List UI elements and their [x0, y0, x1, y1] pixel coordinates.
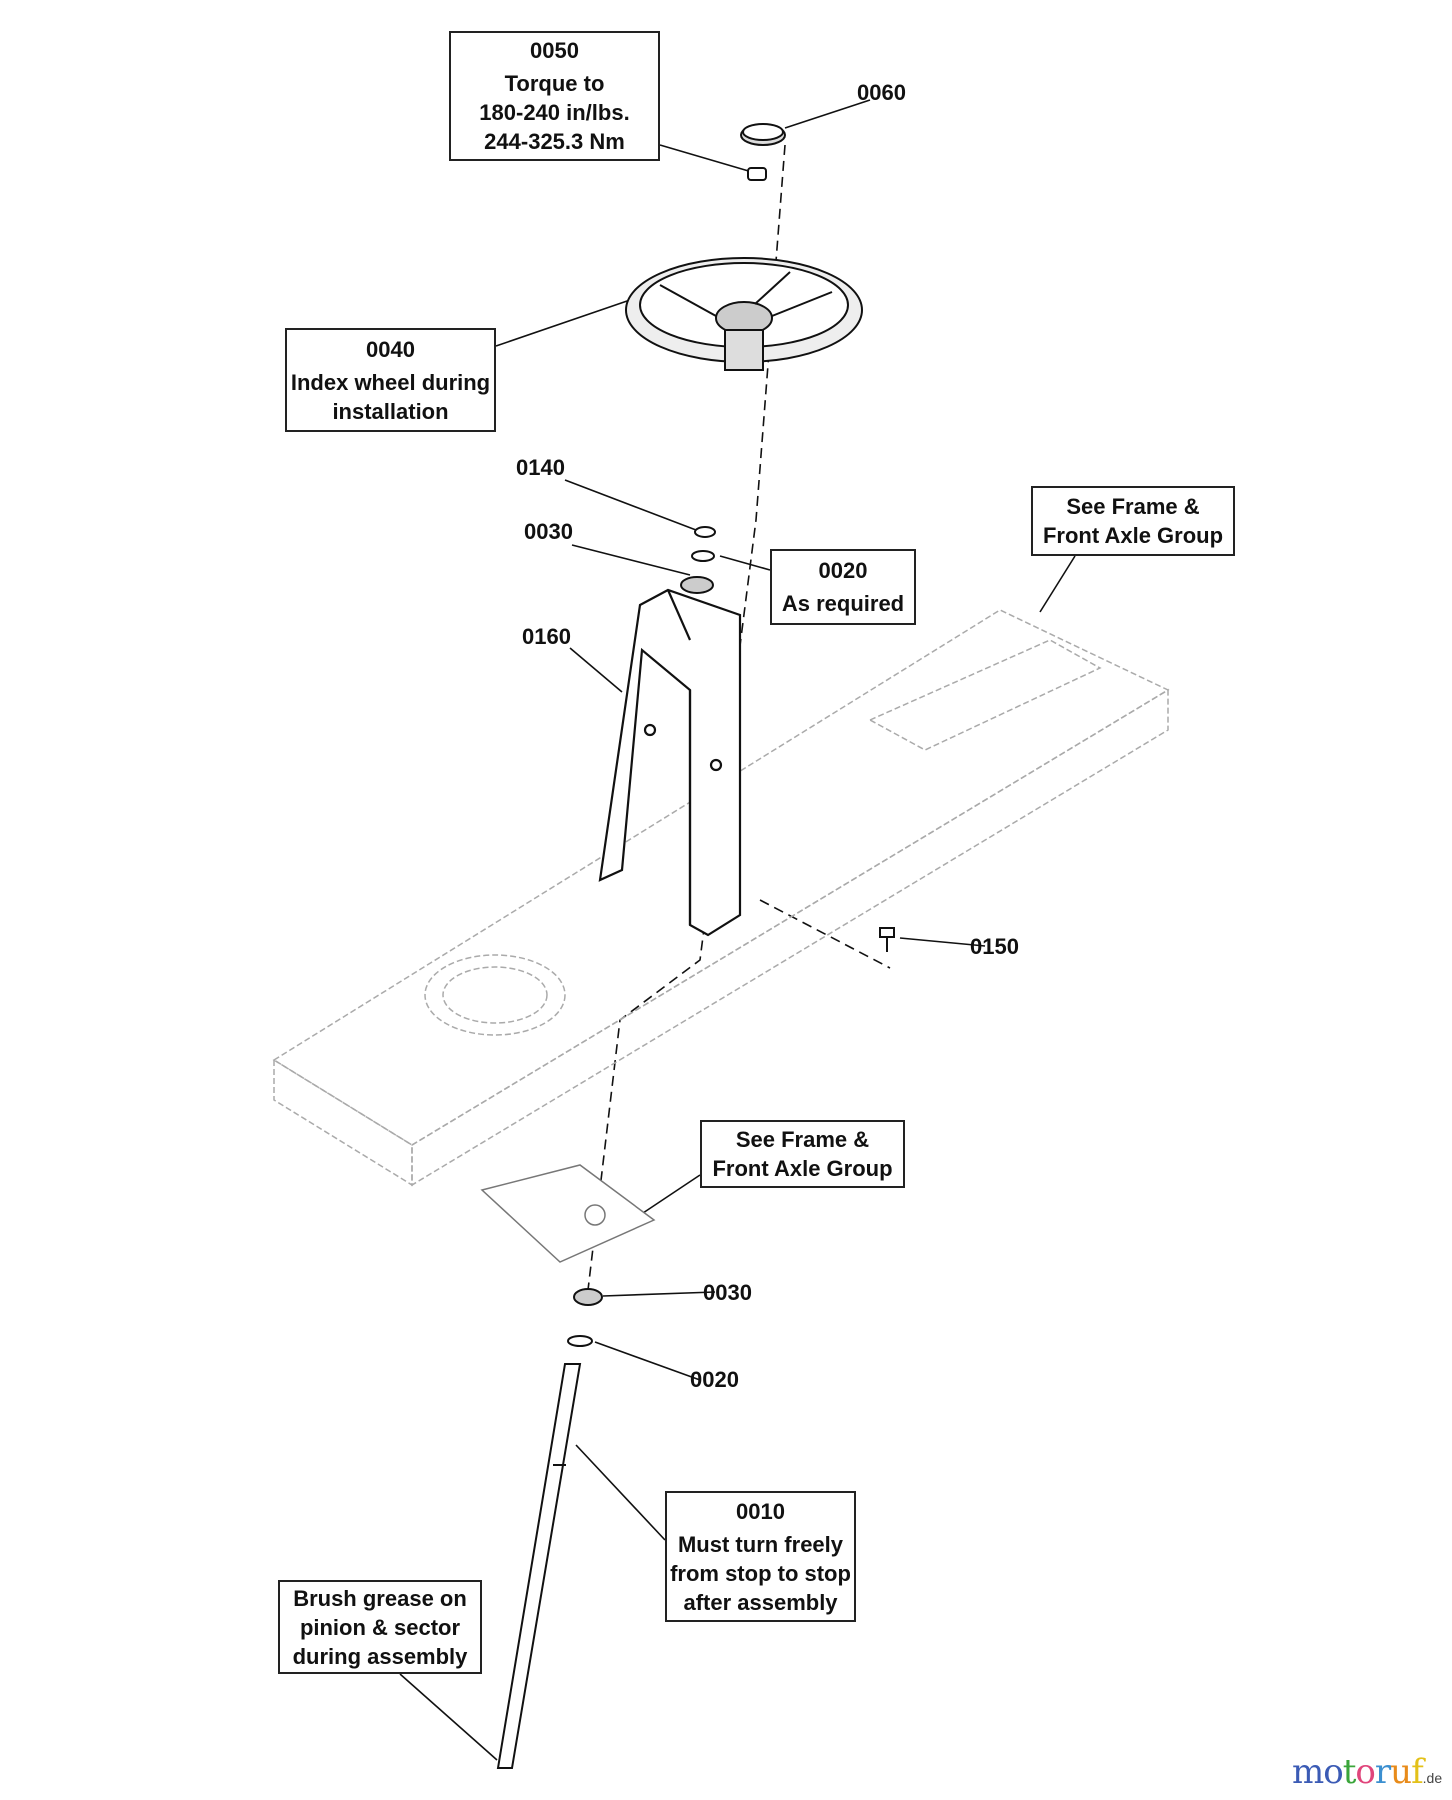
logo-letter: t [1342, 1752, 1357, 1792]
washer-0140 [694, 526, 716, 538]
logo-suffix: .de [1422, 1770, 1443, 1786]
leader-grease [399, 1673, 498, 1761]
leader-0020-bottom [594, 1341, 701, 1381]
label-0160: 0160 [522, 624, 571, 649]
label-0020-bottom: 0020 [690, 1367, 739, 1392]
note-line: installation [332, 398, 449, 424]
leader-0050 [659, 144, 753, 173]
label-0030-top: 0030 [524, 519, 573, 544]
leader-0030-bottom [602, 1291, 716, 1297]
steering-wheel-0040 [625, 257, 863, 371]
bushing-0030-bottom [573, 1288, 603, 1306]
note-line: Brush grease on [293, 1585, 467, 1611]
label-0140: 0140 [516, 455, 565, 480]
note-line: See Frame & [1066, 494, 1200, 519]
note-line: Front Axle Group [712, 1156, 893, 1181]
logo-letter: f [1411, 1752, 1424, 1792]
leader-0160 [569, 647, 623, 693]
label-0150: 0150 [970, 934, 1019, 959]
note-line: Torque to [504, 71, 605, 96]
leader-frame-top [1039, 555, 1076, 613]
part-number: 0050 [530, 38, 579, 63]
note-line: 180-240 in/lbs. [479, 100, 630, 125]
note-line: after assembly [683, 1589, 838, 1615]
logo-letter: r [1374, 1752, 1391, 1792]
part-number: 0010 [736, 1498, 785, 1524]
callout-grease: Brush grease on pinion & sector during a… [278, 1580, 482, 1674]
part-number: 0020 [818, 558, 868, 583]
logo-letter: o [1355, 1752, 1376, 1792]
logo-letter: m [1292, 1752, 1324, 1792]
part-number: 0040 [366, 336, 415, 362]
support-column-0160 [598, 588, 742, 937]
bolt-0150 [879, 927, 895, 952]
bushing-0030-top [680, 576, 714, 594]
note-line: Front Axle Group [1042, 523, 1224, 548]
note-line: See Frame & [735, 1127, 870, 1152]
leader-0060 [784, 99, 871, 129]
frame-phantom [272, 609, 1170, 1187]
lower-bracket [480, 1164, 656, 1263]
callout-0020: 0020 As required [770, 549, 916, 625]
leader-0150 [899, 937, 986, 947]
callout-0040: 0040 Index wheel during installation [285, 328, 496, 432]
note-line: As required [781, 591, 905, 616]
note-line: pinion & sector [299, 1614, 461, 1640]
callout-0050: 0050 Torque to 180-240 in/lbs. 244-325.3… [449, 31, 660, 161]
note-line: during assembly [292, 1643, 468, 1669]
callout-frame-bottom: See Frame & Front Axle Group [700, 1120, 905, 1188]
callout-0010: 0010 Must turn freely from stop to stop … [665, 1491, 856, 1622]
logo-letter: o [1323, 1752, 1344, 1792]
motoruf-logo: motoruf.de [1292, 1752, 1442, 1792]
label-0060: 0060 [857, 80, 906, 105]
leader-0030-top [571, 544, 691, 576]
label-0030-bottom: 0030 [703, 1280, 752, 1305]
leader-0010 [575, 1444, 666, 1541]
leader-0020-top [719, 555, 771, 571]
assembly-centerline [587, 144, 786, 1291]
cap-0060 [740, 123, 786, 146]
leader-0140 [564, 479, 697, 531]
washer-0020-bottom [567, 1335, 593, 1347]
note-line: 244-325.3 Nm [484, 129, 625, 154]
leader-0040 [495, 299, 631, 347]
note-line: from stop to stop [670, 1560, 851, 1586]
note-line: Index wheel during [290, 369, 491, 395]
washer-0020-top [691, 550, 715, 562]
logo-letter: u [1390, 1752, 1412, 1792]
nut-0050 [747, 167, 767, 181]
note-line: Must turn freely [677, 1531, 844, 1557]
callout-frame-top: See Frame & Front Axle Group [1031, 486, 1235, 556]
leader-frame-bottom [639, 1174, 701, 1216]
steering-shaft-0010 [496, 1363, 582, 1769]
